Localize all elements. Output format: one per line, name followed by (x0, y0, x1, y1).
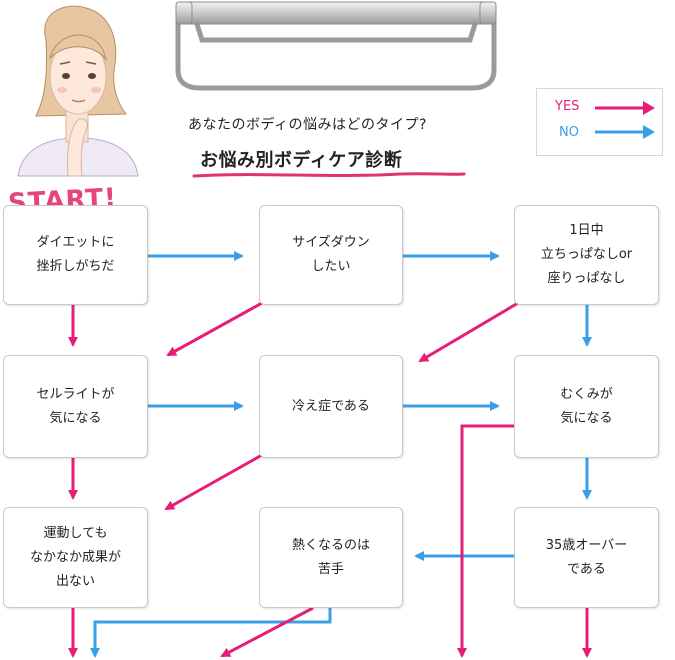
page-subtitle: あなたのボディの悩みはどのタイプ? (188, 117, 427, 133)
question-node: セルライトが 気になる (3, 355, 148, 458)
question-node: サイズダウン したい (259, 205, 403, 305)
legend-yes-arrow-icon (595, 101, 655, 139)
question-text: ダイエットに 挫折しがちだ (36, 235, 115, 274)
question-text: 熱くなるのは 苦手 (291, 537, 370, 577)
question-text: 1日中 立ちっぱなしor 座りっぱなし (540, 223, 633, 286)
arrow-yes (220, 606, 314, 658)
question-node: 1日中 立ちっぱなしor 座りっぱなし (514, 205, 659, 305)
arrow-yes (457, 424, 515, 658)
question-node: 35歳オーバー である (514, 507, 659, 608)
question-text: むくみが 気になる (560, 386, 613, 426)
legend: YES NO (536, 88, 663, 156)
question-text: 冷え症である (292, 398, 370, 414)
question-node: 冷え症である (259, 355, 403, 458)
question-node: 熱くなるのは 苦手 (259, 507, 403, 608)
question-node: ダイエットに 挫折しがちだ (3, 205, 148, 305)
legend-no-label: NO (559, 125, 579, 140)
arrow-yes (418, 301, 519, 363)
question-text: サイズダウン したい (292, 235, 370, 274)
page-title: お悩み別ボディケア診断 (200, 150, 403, 171)
title-underline (192, 172, 466, 178)
question-text: 35歳オーバー である (545, 537, 628, 577)
arrow-no (90, 608, 332, 658)
question-text: セルライトが 気になる (36, 386, 115, 426)
thinking-woman-icon (17, 5, 139, 177)
question-text: 運動しても なかなか成果が 出ない (29, 525, 121, 589)
arrow-yes (166, 301, 263, 357)
legend-yes-label: YES (555, 99, 580, 114)
question-node: むくみが 気になる (514, 355, 659, 458)
metal-plate-icon (175, 1, 497, 91)
question-node: 運動しても なかなか成果が 出ない (3, 507, 148, 608)
arrow-yes (164, 453, 263, 511)
